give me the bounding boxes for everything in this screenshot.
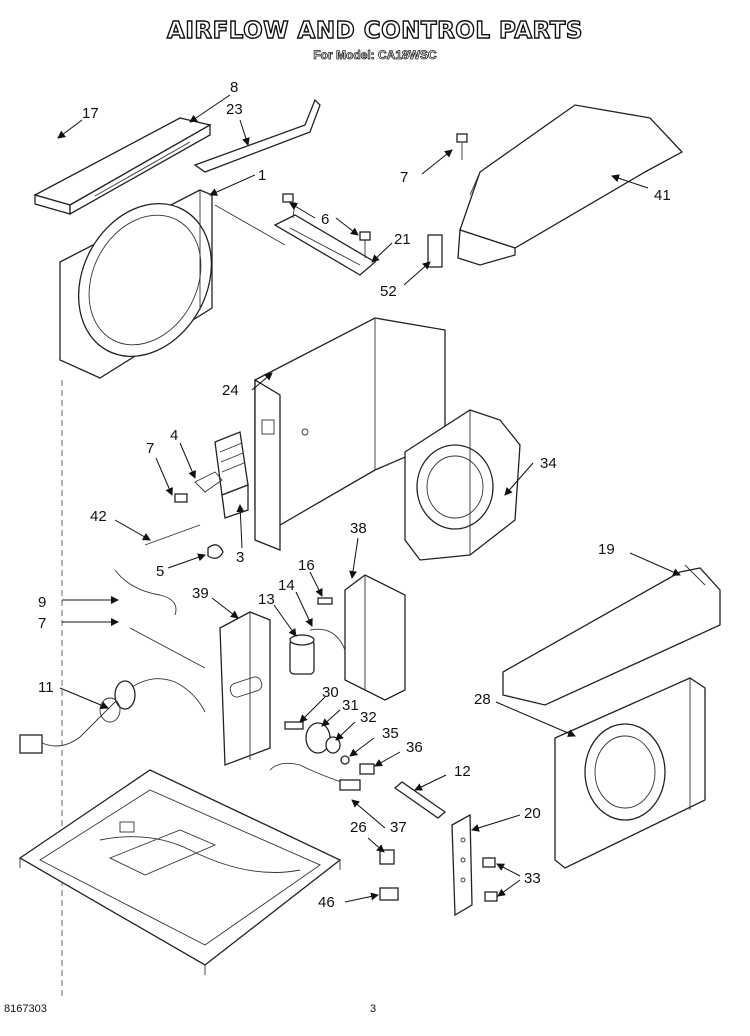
part-switch-box — [344, 574, 406, 701]
part-shaft — [393, 781, 447, 819]
callout-8: 8 — [230, 79, 238, 96]
callout-52: 52 — [380, 283, 397, 300]
part-harness-9 — [114, 569, 177, 616]
callout-13: 13 — [258, 591, 275, 608]
callout-21: 21 — [394, 231, 411, 248]
callout-12: 12 — [454, 763, 471, 780]
part-small-plate — [427, 234, 443, 268]
callout-labels: 17 8 23 1 7 41 6 21 52 24 7 4 34 42 5 3 … — [38, 79, 671, 911]
part-blower-scroll — [404, 409, 521, 561]
part-motor-mount — [273, 193, 377, 276]
callout-6: 6 — [321, 211, 329, 228]
callout-17: 17 — [82, 105, 99, 122]
part-control-panel — [219, 611, 271, 766]
part-control-bracket — [174, 431, 249, 519]
callout-36: 36 — [406, 739, 423, 756]
model-subtitle: For Model: CA18WSC — [313, 48, 437, 63]
callout-19: 19 — [598, 541, 615, 558]
page-number: 3 — [370, 1003, 377, 1015]
document-number: 8167303 — [4, 1003, 47, 1015]
callout-20: 20 — [524, 805, 541, 822]
part-clip-5 — [207, 544, 224, 559]
part-center-housing — [254, 317, 446, 551]
part-knob-assembly — [269, 721, 375, 791]
part-fan-shroud — [59, 189, 286, 379]
callout-7-top: 7 — [400, 169, 408, 186]
part-top-bracket — [33, 117, 212, 216]
leader-lines — [57, 94, 681, 903]
callout-31: 31 — [342, 697, 359, 714]
callout-28: 28 — [474, 691, 491, 708]
callout-7-mid: 7 — [146, 440, 154, 457]
callout-39: 39 — [192, 585, 209, 602]
callout-7-low: 7 — [38, 615, 46, 632]
part-base-pan — [18, 769, 342, 975]
callout-32: 32 — [360, 709, 377, 726]
callout-1: 1 — [258, 167, 266, 184]
part-seal-strip — [193, 98, 321, 173]
callout-16: 16 — [298, 557, 315, 574]
callout-5: 5 — [156, 563, 164, 580]
callout-23: 23 — [226, 101, 243, 118]
callout-11: 11 — [38, 679, 54, 696]
callout-35: 35 — [382, 725, 399, 742]
callout-37: 37 — [390, 819, 407, 836]
part-top-cover — [456, 104, 684, 266]
callout-33: 33 — [524, 870, 541, 887]
part-side-panel — [502, 564, 721, 706]
part-power-cord — [19, 627, 206, 754]
callout-9: 9 — [38, 594, 46, 611]
part-capacitor — [289, 597, 346, 675]
callout-38: 38 — [350, 520, 367, 537]
callout-3: 3 — [236, 549, 244, 566]
callout-24: 24 — [222, 382, 239, 399]
diagram-title: AIRFLOW AND CONTROL PARTS — [166, 17, 583, 44]
part-switch-26 — [379, 849, 395, 865]
callout-26: 26 — [350, 819, 367, 836]
callout-34: 34 — [540, 455, 557, 472]
callout-46: 46 — [318, 894, 335, 911]
callout-30: 30 — [322, 684, 339, 701]
part-end-plate — [554, 677, 706, 869]
part-clip-46 — [379, 887, 399, 901]
part-wire-42 — [144, 524, 201, 546]
callout-14: 14 — [278, 577, 295, 594]
part-mounting-plate — [451, 813, 498, 917]
callout-41: 41 — [654, 187, 671, 204]
callout-4: 4 — [170, 427, 178, 444]
callout-42: 42 — [90, 508, 107, 525]
